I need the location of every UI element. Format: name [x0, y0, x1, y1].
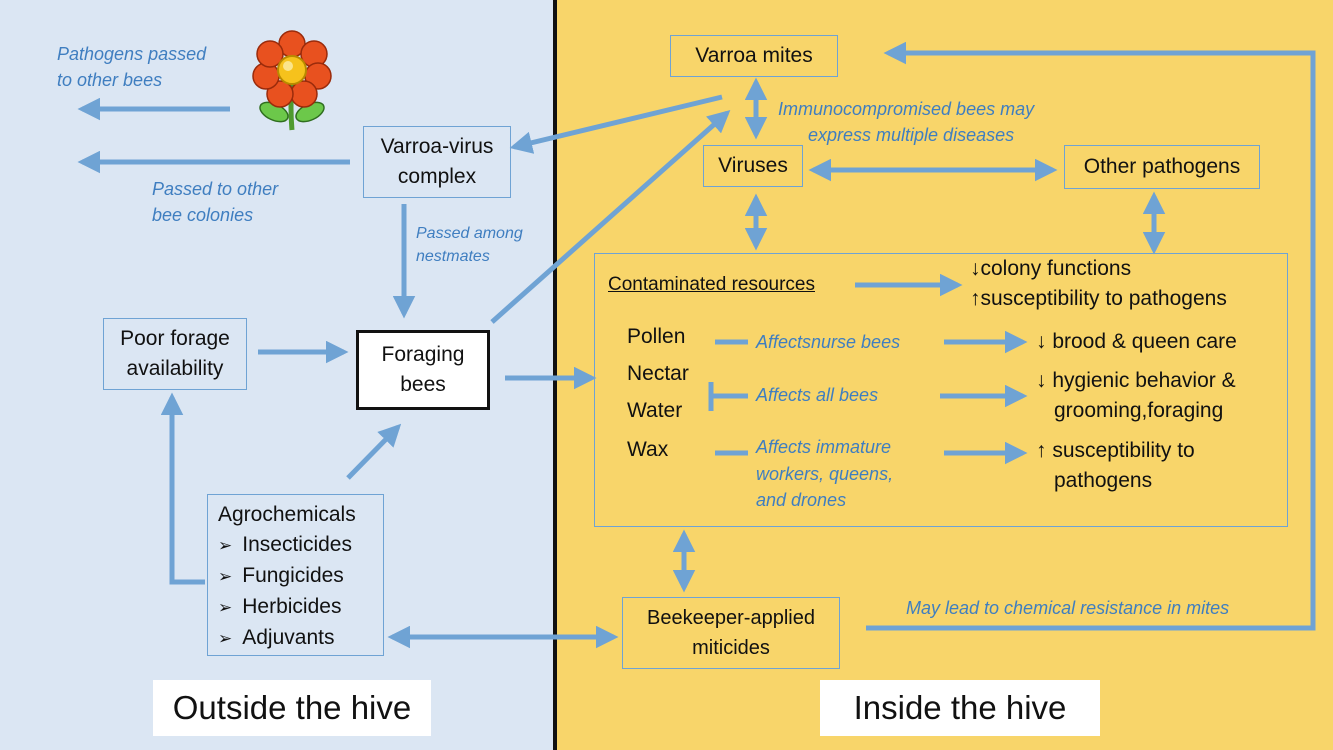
note-nestmates-line2: nestmates — [416, 248, 490, 265]
note-nestmates-line1: Passed among — [416, 225, 523, 242]
affects-all-bees: Affects all bees — [756, 385, 879, 405]
arrow-resistance-loop — [866, 41, 1316, 631]
outcome-hygienic-line2: grooming,foraging — [1054, 399, 1224, 422]
agro-item-herbicides: ➢ Herbicides — [218, 592, 341, 623]
bullet-arrow-icon: ➢ — [218, 567, 233, 586]
varroa-mites-box: Varroa mites — [670, 35, 838, 77]
caption-inside-label: Inside the hive — [853, 689, 1067, 726]
foraging-bees-line2: bees — [400, 373, 446, 396]
varroa-virus-complex-box: Varroa-virus complex — [363, 126, 511, 198]
contaminated-resources-title: Contaminated resources — [608, 274, 815, 295]
arrow-agro-to-forage — [160, 392, 205, 585]
miticides-box: Beekeeper-applied miticides — [622, 597, 840, 669]
resource-wax: Wax — [627, 438, 669, 461]
other-pathogens-label: Other pathogens — [1083, 155, 1241, 178]
note-immunocompromised-line1: Immunocompromised bees may — [778, 99, 1035, 119]
arrow-agro-to-foraging — [346, 423, 402, 480]
note-passed-colonies-line2: bee colonies — [152, 205, 254, 225]
agro-item-label: Herbicides — [242, 595, 342, 618]
poor-forage-box: Poor forage availability — [103, 318, 247, 390]
affects-nurse-bees: Affectsnurse bees — [756, 332, 901, 352]
caption-outside-label: Outside the hive — [172, 689, 412, 726]
resource-water: Water — [627, 399, 683, 422]
outcome-hygienic-line1: ↓ hygienic behavior & — [1036, 369, 1236, 392]
agro-item-label: Fungicides — [242, 564, 344, 587]
poor-forage-line1: Poor forage — [120, 327, 230, 350]
contaminated-resources-box — [594, 253, 1288, 527]
viruses-box: Viruses — [703, 145, 803, 187]
agro-item-fungicides: ➢ Fungicides — [218, 561, 344, 592]
other-pathogens-box: Other pathogens — [1064, 145, 1260, 189]
affects-immature-line3: and drones — [756, 490, 847, 510]
note-chemical-resistance: May lead to chemical resistance in mites — [906, 598, 1230, 618]
flower-icon — [252, 30, 332, 131]
arrow-foraging-to-mites — [490, 110, 731, 324]
agro-item-label: Insecticides — [242, 533, 352, 556]
varroa-virus-complex-line1: Varroa-virus — [380, 135, 494, 158]
bullet-arrow-icon: ➢ — [218, 629, 233, 648]
viruses-label: Viruses — [718, 154, 788, 177]
bullet-arrow-icon: ➢ — [218, 598, 233, 617]
resource-pollen: Pollen — [627, 325, 686, 348]
outcome-susceptibility-line1: ↑ susceptibility to — [1036, 439, 1195, 462]
bullet-arrow-icon: ➢ — [218, 536, 233, 555]
miticides-line2: miticides — [692, 637, 770, 659]
agro-item-label: Adjuvants — [242, 626, 335, 649]
agro-item-insecticides: ➢ Insecticides — [218, 530, 352, 561]
inside-hive-panel — [557, 0, 1333, 750]
caption-outside-hive: Outside the hive — [153, 680, 431, 736]
note-passed-colonies-line1: Passed to other — [152, 179, 279, 199]
varroa-virus-complex-line2: complex — [397, 165, 477, 188]
note-immunocompromised-line2: express multiple diseases — [808, 125, 1015, 145]
affects-immature-line2: workers, queens, — [756, 464, 894, 484]
miticides-line1: Beekeeper-applied — [647, 607, 815, 629]
agrochemicals-title: Agrochemicals — [218, 503, 356, 526]
resource-nectar: Nectar — [627, 362, 689, 385]
foraging-bees-line1: Foraging — [381, 343, 465, 366]
outcome-brood-care: ↓ brood & queen care — [1036, 330, 1237, 353]
agro-item-adjuvants: ➢ Adjuvants — [218, 623, 334, 654]
caption-inside-hive: Inside the hive — [820, 680, 1100, 736]
outcome-susceptibility-line2: pathogens — [1054, 469, 1153, 492]
poor-forage-line2: availability — [126, 357, 224, 380]
agrochemicals-box: Agrochemicals ➢Insecticides ➢Fungicides … — [207, 494, 384, 656]
effect-susceptibility-top: ↑susceptibility to pathogens — [970, 287, 1227, 310]
effect-colony-functions: ↓colony functions — [970, 257, 1132, 280]
hive-divider — [553, 0, 557, 750]
note-pathogens-passed-line1: Pathogens passed — [57, 44, 207, 64]
affects-immature-line1: Affects immature — [756, 437, 892, 457]
note-pathogens-passed-line2: to other bees — [57, 70, 163, 90]
foraging-bees-box: Foraging bees — [356, 330, 490, 410]
arrow-mites-to-complex — [509, 94, 723, 154]
varroa-mites-label: Varroa mites — [695, 44, 813, 67]
